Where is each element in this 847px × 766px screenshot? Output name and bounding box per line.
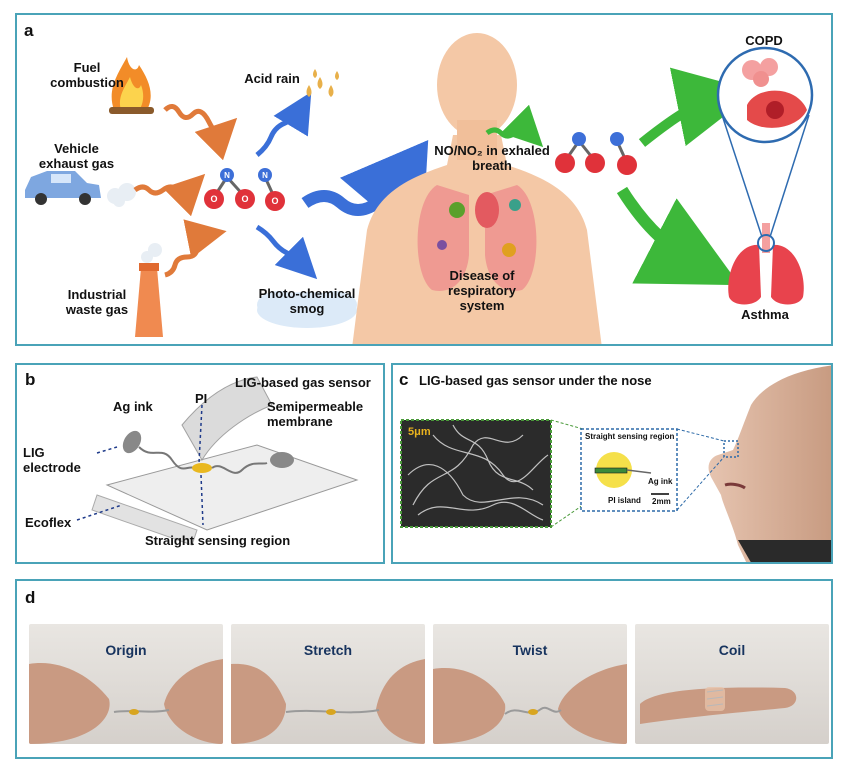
panel-c-illustration bbox=[400, 365, 831, 562]
acid-rain-icon bbox=[306, 69, 339, 97]
no-molecule-icon: N O bbox=[258, 168, 285, 211]
face-photo bbox=[708, 365, 831, 562]
twist-caption: Twist bbox=[512, 642, 548, 658]
coil-caption: Coil bbox=[718, 642, 746, 658]
svg-text:N: N bbox=[262, 171, 268, 180]
pi-island bbox=[192, 463, 212, 473]
vehicle-exhaust-label: Vehicle exhaust gas bbox=[38, 141, 115, 171]
lig-sensor-label: LIG-based gas sensor bbox=[235, 375, 371, 390]
chimney-icon bbox=[135, 243, 163, 337]
acid-rain-label: Acid rain bbox=[244, 71, 300, 86]
svg-text:O: O bbox=[241, 194, 248, 204]
car-icon bbox=[25, 171, 136, 207]
copd-label: COPD bbox=[745, 33, 783, 48]
panel-a-label: a bbox=[24, 21, 34, 40]
inset-scale-label: 2mm bbox=[652, 497, 671, 506]
asthma-label: Asthma bbox=[741, 307, 789, 322]
photo-coil: Coil bbox=[635, 624, 829, 744]
fire-icon bbox=[109, 57, 154, 114]
photo-stretch: Stretch bbox=[231, 624, 425, 744]
svg-text:O: O bbox=[271, 196, 278, 206]
straight-region-label: Straight sensing region bbox=[145, 533, 291, 548]
inset-pi-label: PI island bbox=[608, 496, 641, 505]
copd-airway-icon bbox=[742, 58, 807, 128]
inset-straight-label: Straight sensing region bbox=[585, 432, 675, 441]
no2-molecule-icon: N O O bbox=[204, 168, 255, 209]
panel-c-label: c bbox=[399, 370, 409, 389]
panel-b-label: b bbox=[25, 370, 36, 389]
photochemical-smog-label: Photo-chemical smog bbox=[258, 286, 356, 316]
no-no2-exhaled-label: NO/NO₂ in exhaled breath bbox=[434, 143, 550, 173]
panel-c: c LIG-based gas sensor under the nose 5μ… bbox=[391, 363, 833, 564]
inset-ag-label: Ag ink bbox=[648, 477, 673, 486]
panel-b: b LIG-based gas sensor Ag ink PI Semiper… bbox=[15, 363, 385, 564]
lig-electrode-label: LIG electrode bbox=[23, 445, 81, 475]
panel-d-label: d bbox=[25, 588, 36, 607]
svg-text:N: N bbox=[224, 171, 230, 180]
pi-label: PI bbox=[195, 391, 208, 406]
ag-ink-pad-left bbox=[122, 430, 142, 454]
asthma-lungs-icon bbox=[728, 223, 804, 305]
human-body-icon bbox=[352, 33, 602, 344]
origin-caption: Origin bbox=[105, 642, 147, 658]
disease-label: Disease of respiratory system bbox=[448, 268, 516, 313]
panel-a-illustration: N O O N O bbox=[25, 33, 814, 344]
panel-c-title: LIG-based gas sensor under the nose bbox=[419, 373, 652, 388]
panel-d: d Origin Stretch Twist bbox=[15, 579, 833, 759]
exhaled-molecules-icon bbox=[555, 132, 637, 175]
ag-ink-label: Ag ink bbox=[113, 399, 153, 414]
ag-ink-pad-right bbox=[270, 452, 294, 468]
industrial-waste-label: Industrial waste gas bbox=[65, 287, 129, 317]
smog-cloud-icon bbox=[257, 291, 357, 328]
semipermeable-label: Semipermeable membrane bbox=[267, 399, 364, 429]
ecoflex-label: Ecoflex bbox=[25, 515, 72, 530]
panel-a: N O O N O bbox=[15, 13, 833, 346]
panel-b-illustration bbox=[76, 376, 359, 546]
fuel-combustion-label: Fuel combustion bbox=[50, 60, 124, 90]
sem-scale-bar: 5μm bbox=[408, 426, 431, 438]
svg-text:O: O bbox=[210, 194, 217, 204]
photo-twist: Twist bbox=[433, 624, 627, 744]
photo-origin: Origin bbox=[29, 624, 223, 744]
sem-image bbox=[400, 419, 552, 528]
stretch-caption: Stretch bbox=[303, 642, 353, 658]
